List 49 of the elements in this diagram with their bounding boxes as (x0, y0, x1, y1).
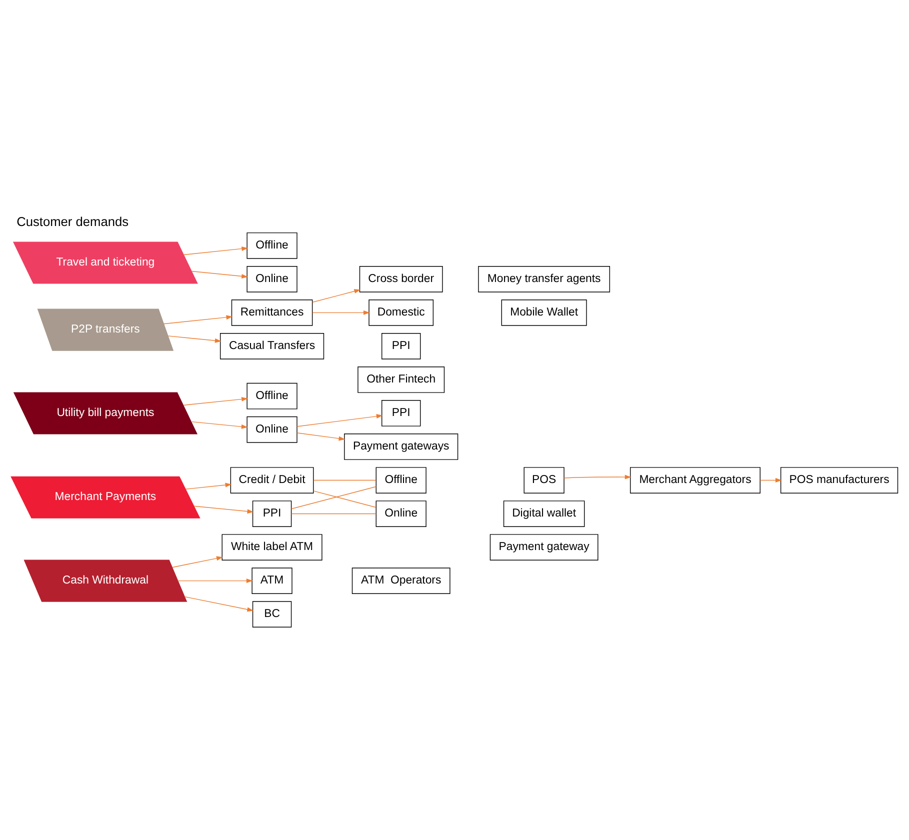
arrow (760, 478, 782, 482)
node-box: Casual Transfers (220, 333, 324, 360)
node-box: Payment gateway (490, 534, 598, 560)
diagram-title: Customer demands (16, 214, 129, 229)
connector (290, 486, 376, 510)
node-box: Merchant Aggregators (630, 467, 760, 494)
node-box: Mobile Wallet (501, 299, 587, 326)
node-box: Online (376, 500, 426, 527)
arrow (168, 336, 222, 343)
node-box: Money transfer agents (478, 266, 610, 292)
node-box: PPI (381, 400, 421, 426)
node-box: Offline (376, 467, 426, 494)
arrow (183, 396, 248, 406)
arrow (564, 474, 632, 480)
arrow (191, 270, 248, 278)
node-box: POS manufacturers (780, 467, 898, 494)
node-box: Offline (246, 232, 298, 259)
node-box: BC (252, 601, 292, 628)
arrow (312, 310, 370, 315)
arrow (183, 246, 248, 256)
node-box: Online (246, 266, 298, 292)
node-box: PPI (252, 500, 292, 527)
arrow (178, 578, 253, 584)
node-box: Payment gateways (344, 434, 458, 460)
arrow (185, 482, 232, 490)
arrow (172, 556, 223, 568)
node-box: POS (524, 467, 564, 494)
node-box: Digital wallet (503, 500, 585, 527)
node-box: Offline (246, 382, 298, 410)
node-box: Cross border (359, 266, 443, 292)
connector (313, 490, 376, 508)
arrow (312, 289, 361, 303)
node-box: Domestic (368, 299, 434, 326)
connector (313, 480, 376, 481)
node-box: Remittances (231, 299, 313, 326)
node-box: Other Fintech (358, 366, 445, 393)
node-box: ATM Operators (352, 568, 450, 594)
arrow (184, 596, 254, 612)
node-box: White label ATM (222, 534, 322, 560)
arrow (296, 432, 346, 441)
node-box: Credit / Debit (230, 467, 314, 494)
node-box: PPI (381, 333, 421, 360)
node-box: ATM (252, 568, 292, 594)
node-box: Online (246, 416, 298, 443)
arrow (163, 315, 233, 324)
arrow (194, 506, 254, 514)
connector (290, 513, 376, 514)
arrow (296, 414, 383, 427)
arrow (190, 421, 248, 429)
